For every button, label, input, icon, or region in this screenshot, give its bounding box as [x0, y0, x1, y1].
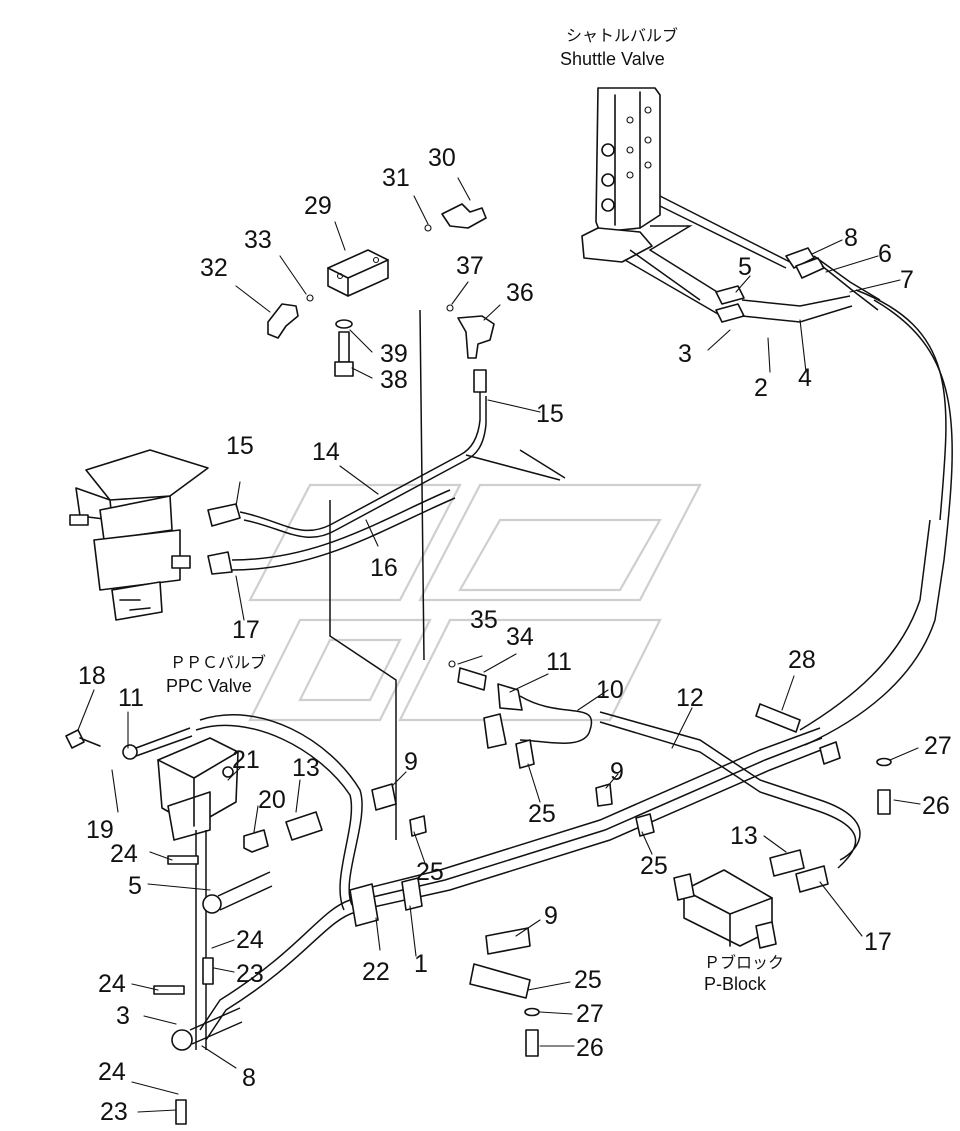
p-block-label-jp: Ｐブロック — [704, 953, 784, 972]
callout-26-right: 26 — [922, 792, 950, 820]
callout-23-a: 23 — [236, 960, 264, 988]
callout-3-left: 3 — [116, 1002, 130, 1030]
o-ring-31 — [424, 224, 432, 232]
callout-26-bottom: 26 — [576, 1034, 604, 1062]
fittings-10-11-34-35 — [448, 660, 593, 749]
bolts-26-27 — [524, 757, 892, 1057]
callout-4: 4 — [798, 364, 812, 392]
callout-25-b: 25 — [416, 858, 444, 886]
callout-numbers: 30 31 29 33 32 37 36 39 38 8 6 7 5 3 2 4… — [78, 144, 952, 1126]
ppc-valve — [122, 727, 239, 841]
block-29 — [327, 249, 389, 297]
callout-34: 34 — [506, 623, 534, 651]
shuttle-valve — [581, 87, 661, 263]
callout-18: 18 — [78, 662, 106, 690]
callout-38: 38 — [380, 366, 408, 394]
callout-30: 30 — [428, 144, 456, 172]
o-ring-37 — [446, 304, 454, 312]
shuttle-valve-label-jp: シャトルバルブ — [566, 26, 678, 45]
callout-23-b: 23 — [100, 1098, 128, 1126]
callout-2: 2 — [754, 374, 768, 402]
callout-1: 1 — [414, 950, 428, 978]
callout-20: 20 — [258, 786, 286, 814]
callout-25-a: 25 — [528, 800, 556, 828]
callout-19: 19 — [86, 816, 114, 844]
banjo-stack-left — [153, 830, 273, 1125]
callout-24-d: 24 — [98, 1058, 126, 1086]
callout-39: 39 — [380, 340, 408, 368]
callout-29: 29 — [304, 192, 332, 220]
clamps-9-25 — [371, 703, 841, 999]
callout-14: 14 — [312, 438, 340, 466]
p-block-label-en: P-Block — [704, 974, 767, 994]
pipe-lines-center — [329, 309, 425, 840]
watermark-logo — [248, 483, 702, 722]
callout-11-left: 11 — [118, 684, 144, 712]
foot-valve — [69, 449, 209, 621]
leader-lines — [77, 177, 921, 1113]
hoses-2-3-4-6-7-8 — [624, 195, 953, 746]
callout-31: 31 — [382, 164, 410, 192]
callout-24-b: 24 — [236, 926, 264, 954]
callout-25-d: 25 — [574, 966, 602, 994]
callout-6: 6 — [878, 240, 892, 268]
callout-21: 21 — [232, 746, 260, 774]
callout-5-left: 5 — [128, 872, 142, 900]
callout-35: 35 — [470, 606, 498, 634]
elbow-fitting-32 — [267, 303, 299, 339]
fittings-13-20 — [243, 811, 323, 853]
callout-27-bottom: 27 — [576, 1000, 604, 1028]
callout-9-b: 9 — [610, 758, 624, 786]
p-block — [673, 849, 829, 949]
callout-36: 36 — [506, 279, 534, 307]
hose-bundle-1-12-22 — [195, 711, 861, 1041]
callout-9-c: 9 — [544, 902, 558, 930]
callout-15-left: 15 — [226, 432, 254, 460]
callout-22: 22 — [362, 958, 390, 986]
callout-37: 37 — [456, 252, 484, 280]
hoses-14-15-16-17 — [207, 369, 566, 575]
callout-15-right: 15 — [536, 400, 564, 428]
ppc-valve-label-en: PPC Valve — [166, 676, 252, 696]
callout-27-right: 27 — [924, 732, 952, 760]
callout-24-c: 24 — [98, 970, 126, 998]
callout-25-c: 25 — [640, 852, 668, 880]
callout-11-center: 11 — [546, 648, 572, 676]
elbow-fitting-30 — [441, 203, 487, 229]
callout-9-a: 9 — [404, 748, 418, 776]
callout-13-left: 13 — [292, 754, 320, 782]
tee-fitting-36 — [457, 315, 495, 359]
callout-28: 28 — [788, 646, 816, 674]
callout-12: 12 — [676, 684, 704, 712]
callout-17-left: 17 — [232, 616, 260, 644]
bolt-18 — [65, 729, 101, 749]
shuttle-valve-label-en: Shuttle Valve — [560, 49, 665, 69]
callout-33: 33 — [244, 226, 272, 254]
callout-17-right: 17 — [864, 928, 892, 956]
callout-10: 10 — [596, 676, 624, 704]
callout-8-bottom: 8 — [242, 1064, 256, 1092]
bolt-38 — [334, 319, 354, 377]
ppc-valve-label-jp: ＰＰＣバルブ — [170, 653, 266, 672]
callout-5-top: 5 — [738, 253, 752, 281]
callout-16: 16 — [370, 554, 398, 582]
callout-3-top: 3 — [678, 340, 692, 368]
o-ring-33 — [306, 294, 314, 302]
callout-13-right: 13 — [730, 822, 758, 850]
callout-8-top: 8 — [844, 224, 858, 252]
callout-32: 32 — [200, 254, 228, 282]
callout-24-a: 24 — [110, 840, 138, 868]
callout-7: 7 — [900, 266, 914, 294]
